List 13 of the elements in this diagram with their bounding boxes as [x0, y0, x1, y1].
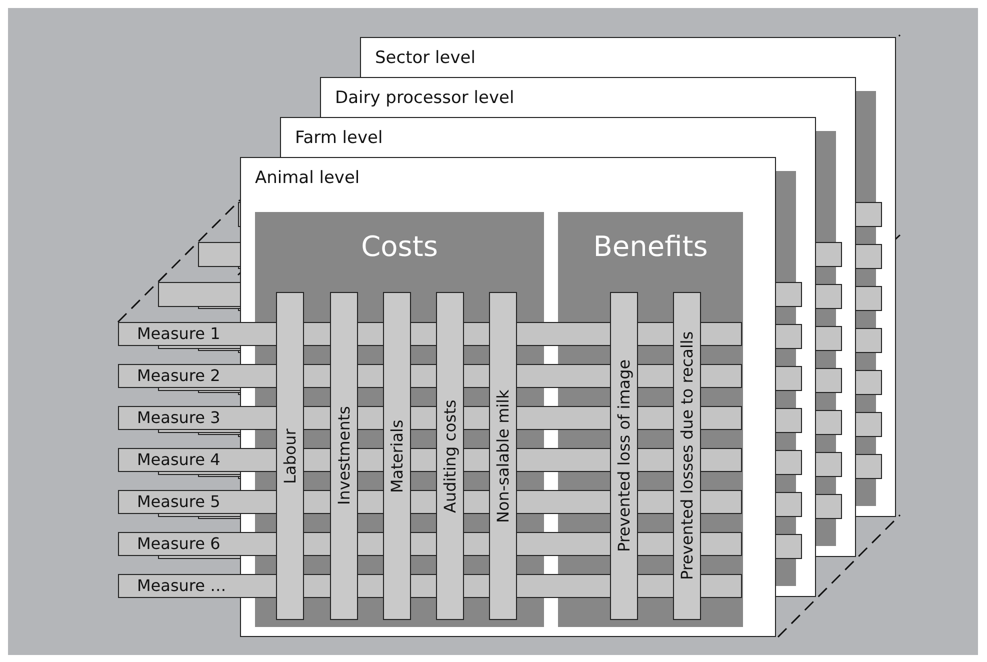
category-bar: Prevented loss of image: [610, 292, 638, 620]
level-title: Sector level: [375, 48, 476, 68]
category-bar: Labour: [276, 292, 304, 620]
category-bar: Investments: [330, 292, 358, 620]
level-title: Animal level: [255, 168, 360, 188]
category-bar: Materials: [383, 292, 411, 620]
level-title: Dairy processor level: [335, 88, 514, 108]
level-title: Farm level: [295, 128, 383, 148]
category-bar: Auditing costs: [436, 292, 464, 620]
panel-title: Costs: [360, 230, 439, 263]
category-bar: Prevented losses due to recalls: [673, 292, 701, 620]
panel-title: Benefits: [592, 230, 709, 263]
category-bar: Non-salable milk: [489, 292, 517, 620]
